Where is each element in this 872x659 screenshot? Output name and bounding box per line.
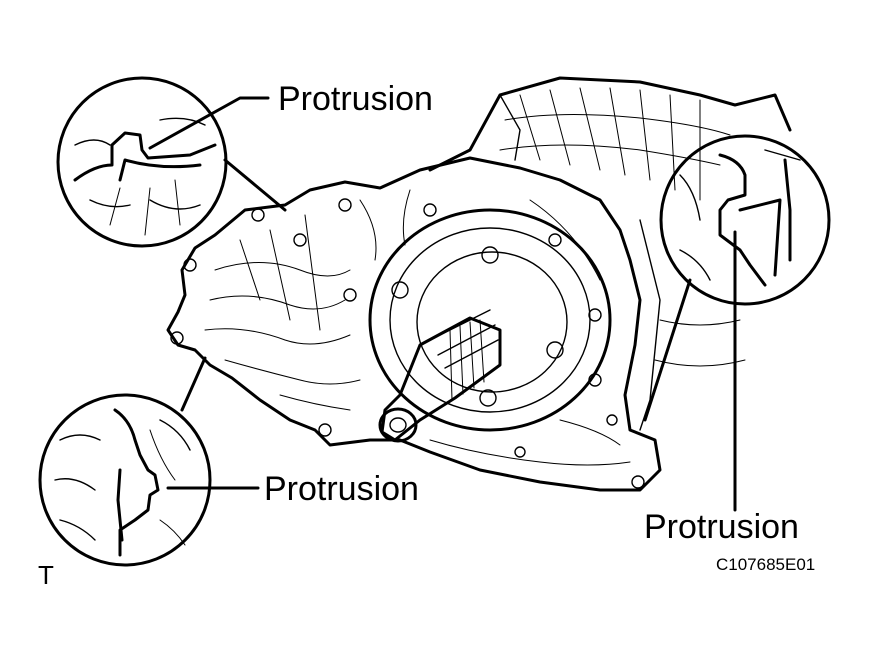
detail-circle-right [659,134,831,306]
leader-bottom-left-to-case [180,356,207,412]
detail-circle-bottom-left [38,393,212,567]
leader-right-to-case [643,278,692,422]
corner-mark: T [38,560,54,590]
detail-circle-top-left [56,76,228,248]
transfer-case-housing [166,156,662,492]
transmission-body [428,76,792,431]
leader-top-left [148,96,270,150]
figure-code: C107685E01 [716,555,816,574]
leader-lines [148,96,737,512]
callout-protrusion-right: Protrusion [644,508,799,546]
leader-top-left-to-case [223,158,287,212]
callout-protrusion-bottom-left: Protrusion [264,470,419,508]
callout-protrusion-top-left: Protrusion [278,80,433,118]
